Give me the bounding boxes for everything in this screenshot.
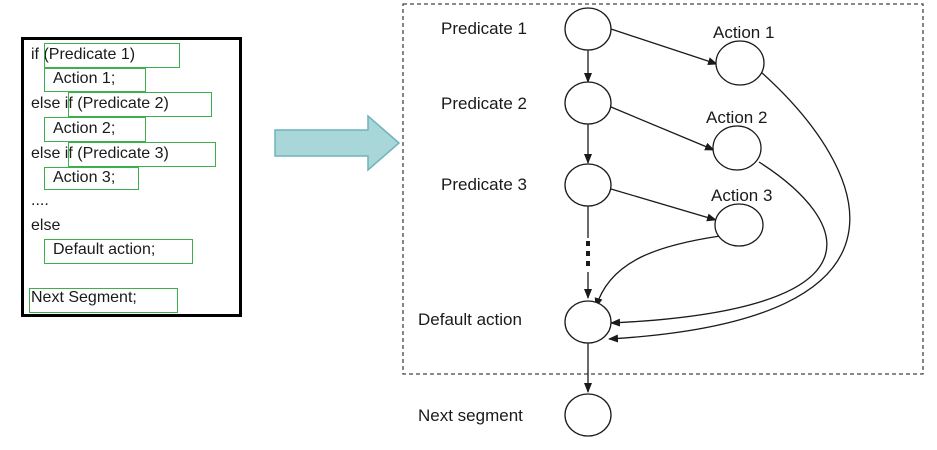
code-line-else: else: [31, 217, 61, 234]
edge-p2-a2: [610, 106, 715, 151]
predicate-2-highlight: [68, 92, 212, 117]
node-action-3: [714, 203, 764, 247]
code-line-ellipsis: ....: [31, 192, 49, 209]
label-action-2: Action 2: [706, 108, 767, 127]
dashed-boundary: [402, 3, 924, 375]
action-1-highlight: [44, 68, 146, 92]
edge-a3-default: [594, 235, 721, 308]
edge-p3-a3: [610, 188, 717, 222]
code-line-action-3: Action 3;: [53, 169, 116, 186]
code-line-next-segment: Next Segment;: [31, 289, 137, 306]
edge-p1-a1: [610, 28, 718, 65]
transform-arrow: [274, 114, 401, 172]
node-predicate-2: [564, 81, 612, 125]
action-3-highlight: [44, 167, 139, 190]
predicate-1-highlight: [44, 43, 180, 68]
node-action-2: [712, 125, 762, 171]
label-action-3: Action 3: [711, 186, 772, 205]
default-action-highlight: [44, 239, 193, 264]
next-segment-highlight: [29, 288, 178, 313]
label-predicate-1: Predicate 1: [441, 19, 527, 38]
node-next-segment: [564, 393, 612, 437]
edge-a2-default: [610, 161, 828, 327]
label-predicate-3: Predicate 3: [441, 175, 527, 194]
continuation-dots: [586, 241, 590, 266]
action-2-highlight: [44, 117, 146, 142]
node-predicate-1: [564, 7, 612, 51]
node-default-action: [564, 300, 612, 344]
label-next-segment: Next segment: [418, 406, 523, 425]
label-predicate-2: Predicate 2: [441, 94, 527, 113]
node-action-1: [715, 40, 765, 86]
label-default-action: Default action: [418, 310, 522, 329]
edge-a1-default: [608, 71, 851, 343]
code-line-action-1: Action 1;: [53, 70, 116, 87]
code-line-if-predicate-1: if (Predicate 1): [31, 46, 136, 63]
code-listing-panel: if (Predicate 1) Action 1; else if (Pred…: [21, 37, 242, 317]
code-line-default-action: Default action;: [53, 241, 156, 258]
predicate-3-highlight: [68, 142, 216, 167]
label-action-1: Action 1: [713, 23, 774, 42]
code-line-action-2: Action 2;: [53, 120, 116, 137]
node-predicate-3: [564, 163, 612, 207]
